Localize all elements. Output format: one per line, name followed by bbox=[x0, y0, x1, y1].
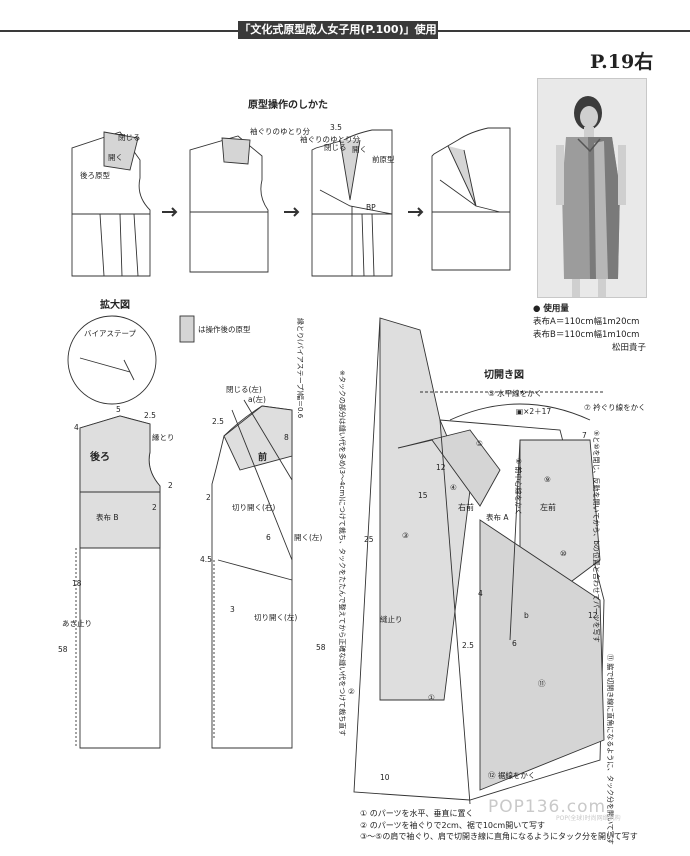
lbl-front-proto: 前原型 bbox=[372, 154, 395, 164]
lbl-op-note: は操作後の原型 bbox=[198, 324, 251, 334]
lbl-close-left: 閉じる(左) bbox=[226, 384, 262, 394]
lbl-25b: 2.5 bbox=[212, 417, 224, 426]
header-label: 「文化式原型成人女子用(P.100)」使用 bbox=[238, 21, 438, 39]
lbl-p9: ⑨ bbox=[544, 475, 551, 484]
lbl-6: 6 bbox=[266, 533, 271, 542]
diagram-cutopen bbox=[353, 317, 605, 805]
lbl-3: 3 bbox=[230, 605, 235, 614]
lbl-fabric-a: 表布 A bbox=[486, 512, 509, 522]
lbl-c5: ⑤ 水平線をかく bbox=[488, 388, 542, 398]
note-2: ② のパーツを袖ぐりで2cm、裾で10cm開いて写す bbox=[360, 820, 545, 830]
diagram-front-original bbox=[311, 129, 393, 277]
lbl-x17: ▣×2＋17 bbox=[516, 407, 551, 416]
model-photo bbox=[537, 78, 647, 298]
lbl-back-proto: 後ろ原型 bbox=[80, 170, 110, 180]
usage-fabric-b: 表布B＝110cm幅1m10cm bbox=[533, 330, 640, 340]
lbl-4: 4 bbox=[74, 423, 79, 432]
lbl-sleeve-ease1: 袖ぐりのゆとり分 bbox=[250, 126, 310, 136]
title-enlarged: 拡大図 bbox=[100, 300, 130, 311]
lbl-c11: ⑪ 脇で切開き線に直角になるように、タック分を開いて写す bbox=[606, 654, 615, 845]
lbl-open2: 開く bbox=[352, 145, 367, 154]
lbl-4b: 4 bbox=[478, 589, 483, 598]
lbl-back: 後ろ bbox=[90, 450, 110, 463]
lbl-5: 5 bbox=[116, 405, 121, 414]
lbl-fabric-b: 表布 B bbox=[96, 512, 119, 522]
instruction-notes: ① のパーツを水平、垂直に置く ② のパーツを袖ぐりで2cm、裾で10cm開いて… bbox=[360, 808, 680, 843]
lbl-cut-open-left: 切り開く(左) bbox=[254, 612, 297, 622]
lbl-c-center: ⑧ 前中心線をかく bbox=[514, 458, 523, 516]
usage-fabric-a: 表布A＝110cm幅1m20cm bbox=[533, 317, 640, 327]
lbl-10: 10 bbox=[380, 773, 390, 782]
note-3: ③〜⑤の肩で袖ぐり、肩で切開き線に直角になるようにタック分を開いて写す bbox=[360, 832, 638, 841]
lbl-18: 18 bbox=[72, 579, 82, 588]
lbl-p3: ③ bbox=[402, 531, 409, 540]
lbl-2c: 2 bbox=[206, 493, 211, 502]
lbl-left-front: 左前 bbox=[540, 502, 556, 512]
diagram-enlarged-front bbox=[211, 399, 293, 749]
lbl-right-front: 右前 bbox=[458, 502, 474, 512]
lbl-12: 12 bbox=[436, 463, 446, 472]
lbl-front: 前 bbox=[258, 451, 267, 463]
lbl-12b: 12 bbox=[588, 611, 598, 620]
title-pattern-ops: 原型操作のしかた bbox=[248, 100, 328, 111]
lbl-58b: 58 bbox=[316, 643, 326, 652]
lbl-58: 58 bbox=[58, 645, 68, 654]
lbl-tuck-note: ※タックの部分は縫い代を多め(3〜4cm)につけて裁ち、タックをたたんで整えてか… bbox=[338, 370, 347, 736]
lbl-open1: 開く bbox=[108, 153, 123, 162]
diagram-enlarged-back bbox=[67, 315, 195, 749]
title-cutopen: 切開き図 bbox=[484, 370, 524, 381]
lbl-25: 2.5 bbox=[144, 411, 156, 420]
diagram-back-original bbox=[71, 131, 151, 277]
lbl-25c: 25 bbox=[364, 535, 374, 544]
watermark: POP136.com bbox=[488, 797, 607, 817]
lbl-7: 7 bbox=[582, 431, 587, 440]
lbl-b: b bbox=[524, 611, 529, 620]
lbl-edge: 縁とり bbox=[152, 432, 175, 442]
lbl-bias-note: 縁とり(バイアステープ)幅＝0.6 bbox=[296, 318, 305, 419]
note-1: ① のパーツを水平、垂直に置く bbox=[360, 809, 474, 818]
lbl-p1: ① bbox=[428, 693, 435, 702]
lbl-cut-open-right: 切り開く(右) bbox=[232, 502, 275, 512]
lbl-45: 4.5 bbox=[200, 555, 212, 564]
lbl-c12: ⑫ 裾線をかく bbox=[488, 770, 535, 780]
lbl-bp: BP bbox=[366, 203, 376, 212]
lbl-2: 2 bbox=[168, 481, 173, 490]
lbl-sleeve-ease2: 袖ぐりのゆとり分 bbox=[300, 134, 360, 144]
lbl-c9: ⑨と⑩を閉じ、反動を開いてから、bの位置と合わせてパーツを写す bbox=[592, 430, 601, 643]
watermark-sub: POP(全球)时尚网络机构 bbox=[556, 815, 621, 822]
lbl-a-left: a(左) bbox=[248, 394, 266, 404]
usage-author: 松田貴子 bbox=[611, 343, 646, 353]
lbl-35: 3.5 bbox=[330, 123, 342, 132]
diagram-front-after bbox=[431, 127, 511, 271]
lbl-25d: 2.5 bbox=[462, 641, 474, 650]
lbl-p2: ② bbox=[348, 687, 355, 696]
usage-title: ● 使用量 bbox=[533, 304, 569, 314]
lbl-p10: ⑩ bbox=[560, 549, 567, 558]
fabric-usage: ● 使用量 表布A＝110cm幅1m20cm 表布B＝110cm幅1m10cm … bbox=[533, 303, 688, 355]
diagram-back-after bbox=[189, 135, 269, 273]
lbl-c7: ⑦ 衿ぐり線をかく bbox=[584, 402, 646, 412]
lbl-p11: ⑪ bbox=[538, 679, 546, 688]
lbl-edge-stop: 縫止り bbox=[380, 614, 403, 624]
lbl-close1: 閉じる bbox=[118, 133, 141, 142]
lbl-bias-tape: バイアステープ bbox=[84, 329, 137, 338]
lbl-15: 15 bbox=[418, 491, 428, 500]
lbl-8: 8 bbox=[284, 433, 289, 442]
lbl-2b: 2 bbox=[152, 503, 157, 512]
lbl-p4: ④ bbox=[450, 483, 457, 492]
lbl-p5: ⑤ bbox=[476, 439, 483, 448]
page-number: P.19右 bbox=[590, 51, 654, 73]
lbl-open-left: 開く(左) bbox=[294, 532, 322, 542]
lbl-close2: 閉じる bbox=[324, 143, 347, 152]
lbl-6b: 6 bbox=[512, 639, 517, 648]
lbl-opening: あき止り bbox=[62, 618, 92, 628]
